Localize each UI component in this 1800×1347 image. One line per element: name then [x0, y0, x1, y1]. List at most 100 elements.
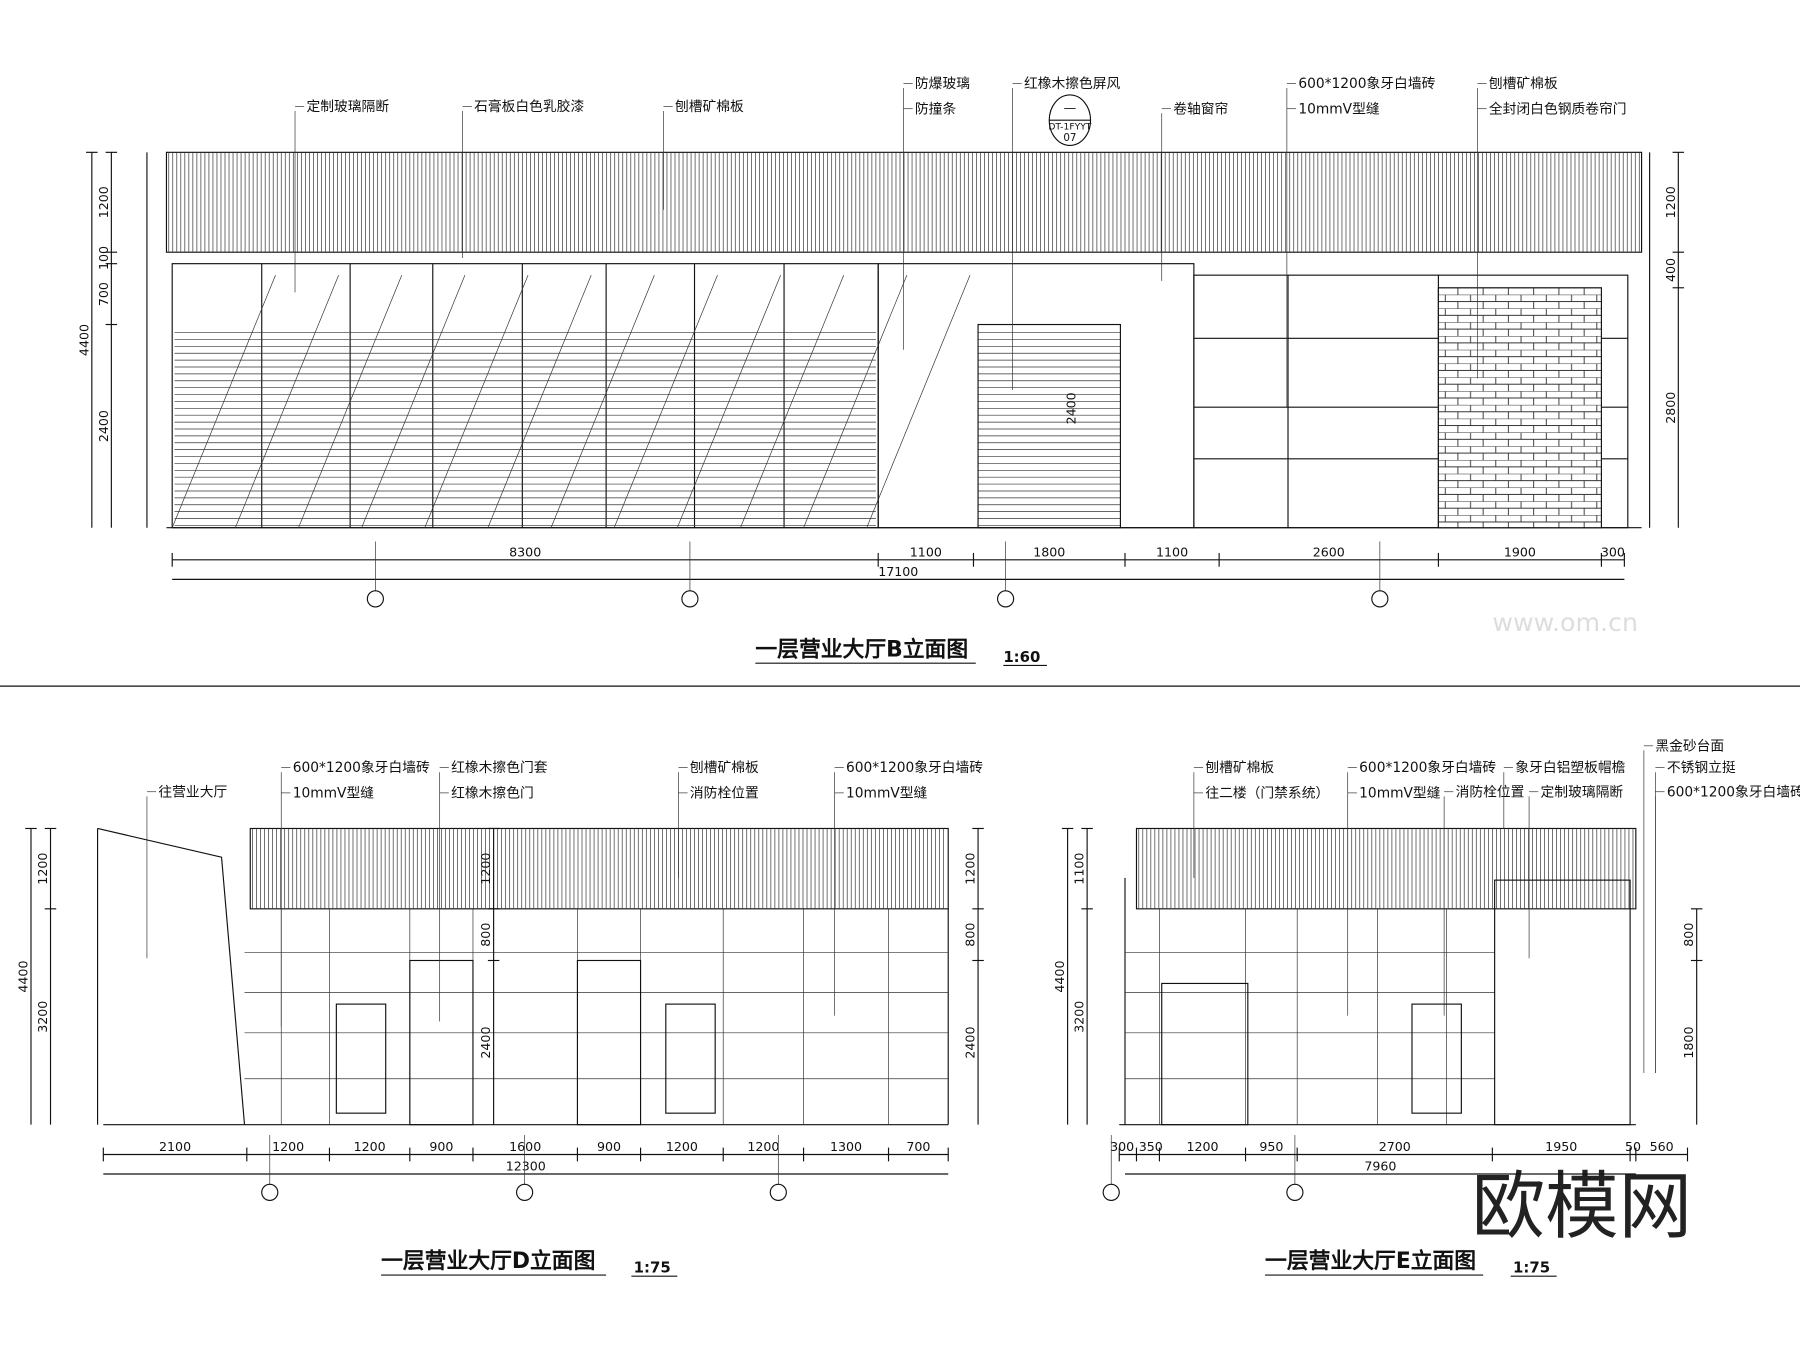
dimension-total: 12300: [506, 1159, 546, 1174]
dimension-label: 3200: [35, 1001, 50, 1033]
vertical-dimensions: 4400: [76, 151, 98, 528]
dimension-label: 560: [1650, 1139, 1674, 1154]
vertical-dimensions: 4400: [16, 827, 37, 1125]
callout-label: 消防栓位置: [690, 785, 759, 801]
dimension-label: 1200: [96, 186, 111, 218]
dimension-label: 1100: [1072, 853, 1087, 885]
dimension-label: 300: [1110, 1139, 1134, 1154]
drawing-title-e: 一层营业大厅E立面图: [1265, 1248, 1476, 1274]
vertical-dimensions: 800 1800: [1681, 908, 1703, 1125]
elevation-b: 定制玻璃隔断石膏板白色乳胶漆刨槽矿棉板防爆玻璃防撞条红橡木擦色屏风卷轴窗帘600…: [146, 75, 1651, 667]
callout-label: 红橡木擦色门套: [451, 759, 548, 776]
grid-axis-marker: [1102, 1134, 1120, 1201]
dimension-label: 900: [597, 1139, 621, 1154]
callout-label: 10mmV型缝: [293, 785, 375, 801]
callout-label: 600*1200象牙白墙砖: [293, 760, 430, 776]
dimension-label: 1200: [1186, 1139, 1218, 1154]
dimension-label: 800: [478, 923, 493, 947]
callout-label: 600*1200象牙白墙砖: [1667, 784, 1800, 800]
callout-label: 600*1200象牙白墙砖: [1359, 760, 1496, 776]
dimension-label: 1200: [963, 853, 978, 885]
door-2[interactable]: [576, 959, 642, 1126]
callout-label: 刨槽矿棉板: [1489, 76, 1558, 92]
watermark: 欧模网 www.om.cn: [1472, 608, 1692, 1249]
dimension-label: 2400: [478, 1027, 493, 1059]
dimension-label: 1800: [1033, 544, 1065, 559]
dimension-label: 1200: [478, 853, 493, 885]
dimension-label: 300: [1601, 544, 1625, 559]
dimension-label: 2700: [1379, 1139, 1411, 1154]
dimension-label: 4400: [1052, 961, 1067, 993]
dimension-label: 2800: [1663, 392, 1678, 424]
callout-label: 全封闭白色钢质卷帘门: [1489, 100, 1627, 117]
dimension-label: 2400: [963, 1027, 978, 1059]
rolling-shutter: [1437, 287, 1602, 529]
grid-axis-marker: [261, 1134, 279, 1201]
dimension-label: 1950: [1545, 1139, 1577, 1154]
callout-label: 10mmV型缝: [1298, 101, 1380, 117]
dimension-label: 350: [1139, 1139, 1163, 1154]
vertical-dimensions: 4400: [1052, 827, 1074, 1125]
callout-label: 红橡木擦色屏风: [1024, 75, 1121, 92]
grid-axis-marker: [997, 541, 1015, 608]
grid-axis-marker: [769, 1134, 787, 1201]
dimension-label: 700: [96, 282, 111, 306]
vertical-dimensions: 1200 800 2400: [478, 827, 500, 1125]
dimension-label: 4400: [76, 324, 91, 356]
grid-axis-marker: [516, 1134, 534, 1201]
wood-screen: [877, 263, 1195, 529]
drawing-scale-e: 1:75: [1513, 1259, 1550, 1277]
callout-label: 象牙白铝塑板帽檐: [1515, 760, 1625, 776]
dimension-label: 1200: [35, 853, 50, 885]
callout-label: 往营业大厅: [158, 784, 227, 800]
watermark-url: www.om.cn: [1492, 608, 1638, 637]
dimension-label: 2600: [1313, 544, 1345, 559]
dimension-label: 950: [1259, 1139, 1283, 1154]
dimension-label: 400: [1663, 258, 1678, 282]
callout-label: 石膏板白色乳胶漆: [474, 98, 584, 115]
dimension-label: 800: [1681, 923, 1696, 947]
dimension-label: 1900: [1504, 544, 1536, 559]
glass-partition: [171, 263, 879, 529]
callout-label: 往二楼（门禁系统）: [1205, 785, 1329, 801]
fire-hydrant-2: [665, 1003, 716, 1114]
dimension-label: 1200: [666, 1139, 698, 1154]
dimension-label: 800: [963, 923, 978, 947]
section-mark-ref: DT-1FYYT: [1048, 121, 1091, 132]
dimension-label: 1100: [1156, 544, 1188, 559]
callout-label: 不锈钢立挺: [1667, 760, 1736, 776]
dimension-label: 1800: [1681, 1027, 1696, 1059]
door-1[interactable]: [409, 959, 474, 1126]
callout-label: 10mmV型缝: [846, 785, 928, 801]
callout-label: 刨槽矿棉板: [690, 760, 759, 776]
dimension-label: 900: [429, 1139, 453, 1154]
callout-label: 消防栓位置: [1456, 784, 1525, 800]
dimension-label: 1200: [747, 1139, 779, 1154]
dimension-label: 2100: [159, 1139, 191, 1154]
blind-panel: [977, 323, 1121, 529]
callout-label: 黑金砂台面: [1655, 738, 1724, 754]
dimension-label: 1200: [354, 1139, 386, 1154]
dimension-label: 1200: [272, 1139, 304, 1154]
callout-label: 定制玻璃隔断: [307, 98, 390, 115]
dimension-label: 1100: [910, 544, 942, 559]
callout-label: 600*1200象牙白墙砖: [1298, 76, 1435, 92]
elevation-e: 刨槽矿棉板往二楼（门禁系统）600*1200象牙白墙砖10mmV型缝消防栓位置象…: [1119, 738, 1800, 1277]
callout-label: 600*1200象牙白墙砖: [846, 760, 983, 776]
callout-label: 刨槽矿棉板: [675, 99, 744, 115]
callout-label: 定制玻璃隔断: [1541, 783, 1624, 800]
drawing-title-b: 一层营业大厅B立面图: [755, 636, 968, 662]
drawing-scale-d: 1:75: [634, 1259, 671, 1277]
fire-hydrant-1: [335, 1003, 387, 1114]
callout-label: 防撞条: [915, 100, 957, 117]
glass-partition-e: [1494, 879, 1631, 1126]
door-access[interactable]: [1161, 982, 1249, 1126]
ceiling-hatch: [168, 152, 1640, 253]
